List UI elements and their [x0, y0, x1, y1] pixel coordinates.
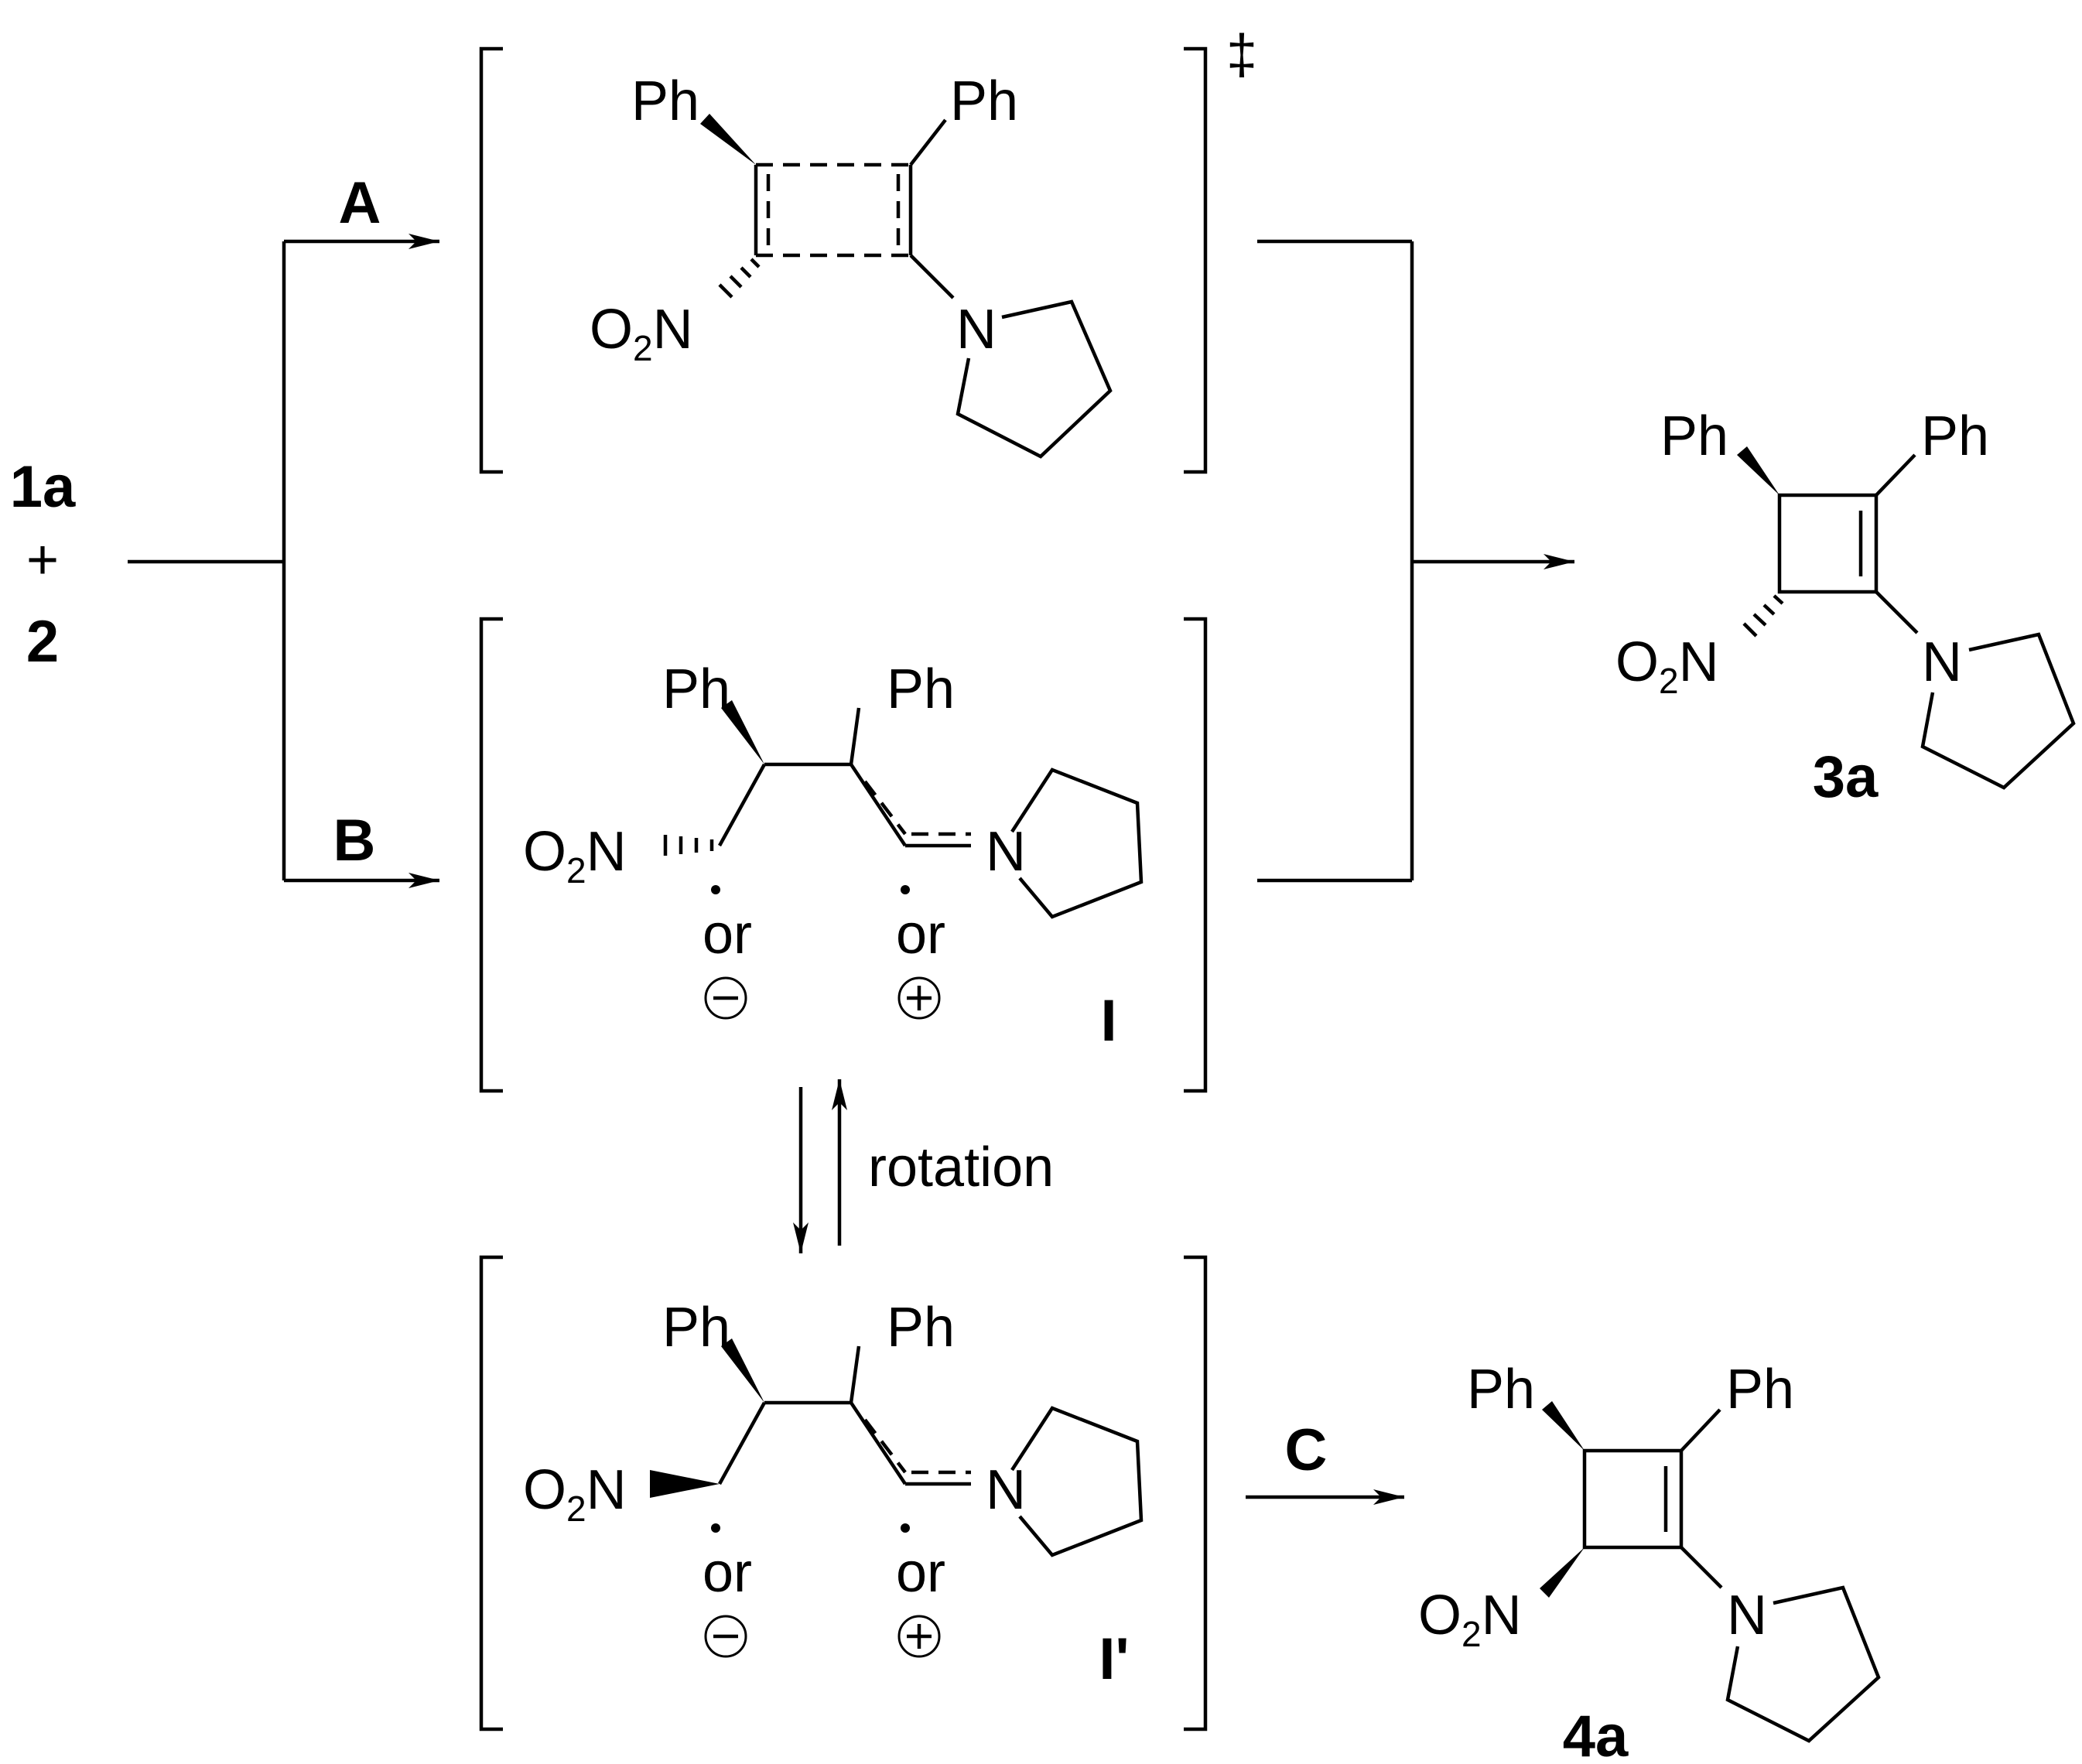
path-a-label: A: [339, 170, 381, 236]
product-4a-label: 4a: [1563, 1704, 1629, 1764]
I-nitro-group: O2N: [523, 821, 627, 891]
4a-amine-n: N: [1727, 1585, 1767, 1646]
ts-double-dagger: ‡: [1226, 24, 1257, 86]
product-4a: Ph Ph O2N N 4a: [1418, 1359, 1881, 1764]
I-prime-ph-left: Ph: [662, 1297, 730, 1359]
ts-bracket-right: [1184, 46, 1208, 474]
I-prime-ph-right: Ph: [887, 1297, 955, 1359]
intermediate-I-label: I: [1100, 988, 1116, 1054]
I-or-left: or: [703, 904, 752, 966]
3a-amine-n: N: [1922, 631, 1962, 693]
path-b-label: B: [333, 808, 376, 873]
product-3a: Ph Ph O2N N 3a: [1615, 405, 2076, 810]
I-ph-left: Ph: [662, 658, 730, 720]
rotation-equilibrium: rotation: [793, 1079, 1054, 1253]
rotation-label: rotation: [868, 1137, 1054, 1198]
intermediate-I-prime: Ph Ph O2N N or or I': [479, 1255, 1208, 1732]
ts-bracket-left: [479, 46, 503, 474]
ts-nitro-group: O2N: [590, 299, 693, 368]
3a-ph-right: Ph: [1921, 405, 1989, 467]
I-prime-iminium-n: N: [986, 1459, 1026, 1521]
3a-nitro-group: O2N: [1615, 631, 1719, 701]
I-bracket-right: [1184, 617, 1208, 1093]
ts-ph-right: Ph: [950, 70, 1018, 132]
reactants: 1a + 2: [10, 454, 76, 675]
I-prime-bracket-right: [1184, 1255, 1208, 1732]
I-prime-or-left: or: [703, 1542, 752, 1604]
4a-ph-right: Ph: [1726, 1359, 1794, 1420]
I-prime-bracket-left: [479, 1255, 503, 1732]
negative-charge-icon: [704, 1615, 747, 1658]
I-prime-nitro-group: O2N: [523, 1459, 627, 1529]
ts-amine-n: N: [956, 299, 997, 361]
reactant-2-label: 2: [26, 609, 59, 675]
branch-arrows: A B: [128, 170, 439, 888]
I-or-right: or: [896, 904, 945, 966]
4a-nitro-group: O2N: [1418, 1585, 1522, 1654]
product-3a-label: 3a: [1813, 744, 1879, 810]
I-prime-or-right: or: [896, 1542, 945, 1604]
transition-state: ‡ Ph Ph O2N N: [479, 24, 1257, 474]
reactant-1a-label: 1a: [10, 454, 76, 520]
ts-ph-left: Ph: [631, 70, 699, 132]
I-bracket-left: [479, 617, 503, 1093]
positive-charge-icon: [897, 976, 941, 1020]
path-c: C: [1246, 1417, 1404, 1505]
plus-sign: +: [26, 529, 59, 591]
negative-charge-icon: [704, 976, 747, 1020]
merge-arrows: [1257, 239, 1574, 883]
path-c-label: C: [1285, 1417, 1328, 1483]
3a-ph-left: Ph: [1660, 405, 1728, 467]
I-iminium-n: N: [986, 821, 1026, 883]
positive-charge-icon: [897, 1615, 941, 1658]
4a-ph-left: Ph: [1467, 1359, 1535, 1420]
I-ph-right: Ph: [887, 658, 955, 720]
intermediate-I-prime-label: I': [1099, 1626, 1129, 1692]
intermediate-I: Ph Ph O2N N or or I: [479, 617, 1208, 1093]
